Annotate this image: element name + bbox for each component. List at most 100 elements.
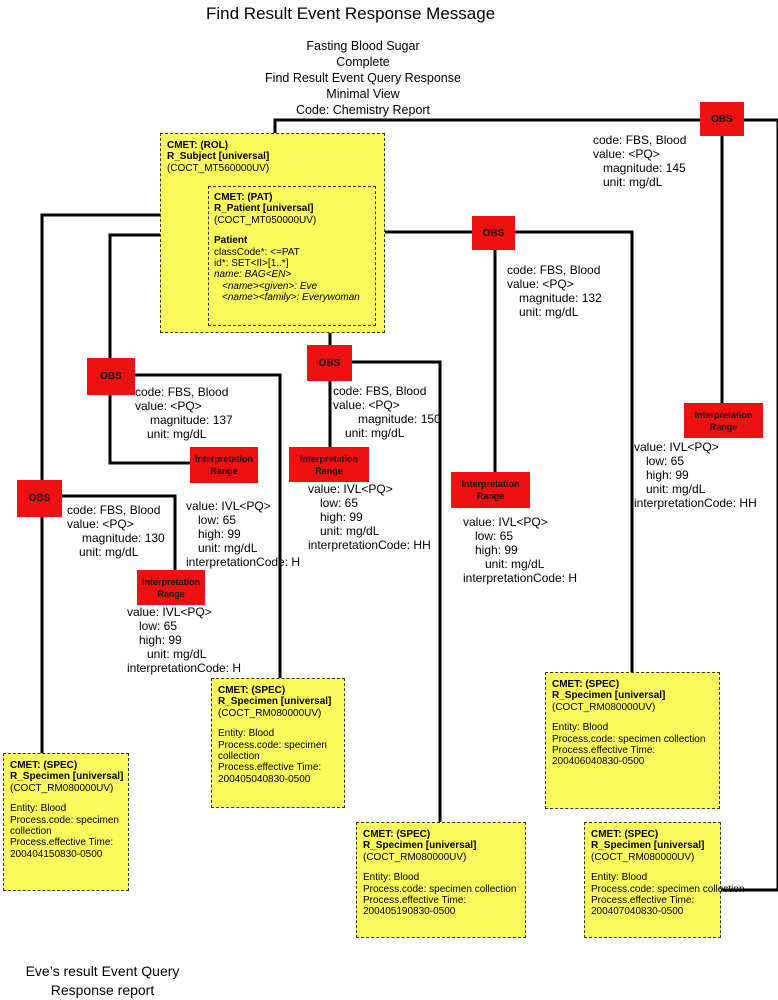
- range-high: high: 99: [646, 468, 689, 482]
- specimen-cmet-box-1: CMET: (SPEC) R_Specimen [universal] (COC…: [3, 753, 129, 891]
- observation-text-2: code: FBS, Blood value: <PQ> magnitude: …: [135, 385, 233, 441]
- obs-node-5: OBS: [700, 102, 744, 136]
- obs-magnitude: magnitude: 150: [358, 412, 441, 426]
- range-low: low: 65: [646, 454, 685, 468]
- interp-label: Interpretation: [141, 576, 200, 587]
- specimen-time-label: Process.effective Time:: [10, 837, 114, 849]
- cmet-header: CMET: (SPEC): [552, 679, 620, 690]
- range-interpretation: interpretationCode: H: [463, 571, 578, 585]
- observation-text-1: code: FBS, Blood value: <PQ> magnitude: …: [67, 503, 165, 559]
- specimen-cmet-box-2: CMET: (SPEC) R_Specimen [universal] (COC…: [211, 678, 345, 808]
- obs-node-1: OBS: [17, 480, 62, 517]
- specimen-time: 200406040830-0500: [552, 756, 645, 768]
- range-unit: unit: mg/dL: [485, 557, 545, 571]
- cmet-code: (COCT_RM080000UV): [591, 851, 695, 863]
- diagram-title: Find Result Event Response Message: [206, 4, 496, 23]
- obs-magnitude: magnitude: 145: [603, 161, 686, 175]
- specimen-cmet-box-3: CMET: (SPEC) R_Specimen [universal] (COC…: [356, 822, 526, 938]
- specimen-cmet-box-5: CMET: (SPEC) R_Specimen [universal] (COC…: [584, 822, 745, 938]
- specimen-time-label: Process.effective Time:: [591, 895, 695, 907]
- patient-id: id*: SET<II>[1..*]: [214, 258, 289, 270]
- observation-text-4: code: FBS, Blood value: <PQ> magnitude: …: [507, 263, 602, 319]
- range-low: low: 65: [475, 529, 514, 543]
- obs-unit: unit: mg/dL: [519, 305, 579, 319]
- cmet-code: (COCT_RM080000UV): [363, 851, 467, 863]
- interp-label: Interpretation: [299, 453, 358, 464]
- specimen-time-label: Process.effective Time:: [552, 745, 656, 757]
- range-value: value: IVL<PQ>: [634, 440, 719, 454]
- specimen-process: Process.code: specimen collection: [363, 883, 517, 895]
- specimen-entity: Entity: Blood: [10, 803, 67, 815]
- specimen-process: collection: [218, 751, 260, 763]
- specimen-process: Process.code: specimen collection: [591, 883, 745, 895]
- obs-magnitude: magnitude: 137: [150, 413, 233, 427]
- patient-given-name: <name><given>: Eve: [222, 280, 318, 292]
- obs-value: value: <PQ>: [507, 277, 574, 291]
- specimen-process: Process.code: specimen: [10, 814, 119, 826]
- obs-node-4: OBS: [472, 216, 515, 250]
- specimen-process: Process.code: specimen: [218, 739, 327, 751]
- range-text-4: value: IVL<PQ> low: 65 high: 99 unit: mg…: [463, 515, 577, 585]
- caption-line: Response report: [50, 982, 155, 998]
- specimen-entity: Entity: Blood: [552, 722, 609, 734]
- obs-value: value: <PQ>: [593, 147, 660, 161]
- obs-magnitude: magnitude: 132: [519, 291, 602, 305]
- obs-code: code: FBS, Blood: [593, 133, 687, 147]
- specimen-time: 200404150830-0500: [10, 848, 103, 860]
- range-unit: unit: mg/dL: [320, 524, 380, 538]
- range-value: value: IVL<PQ>: [127, 605, 212, 619]
- interp-label: Range: [709, 421, 738, 432]
- cmet-code: (COCT_RM080000UV): [10, 782, 114, 794]
- range-unit: unit: mg/dL: [198, 541, 258, 555]
- obs-unit: unit: mg/dL: [345, 426, 405, 440]
- range-interpretation: interpretationCode: HH: [634, 496, 757, 510]
- cmet-name: R_Specimen [universal]: [363, 840, 477, 852]
- specimen-time: 200405190830-0500: [363, 906, 456, 918]
- interp-label: Range: [210, 466, 238, 476]
- observation-text-3: code: FBS, Blood value: <PQ> magnitude: …: [333, 384, 441, 440]
- specimen-process: Process.code: specimen collection: [552, 733, 706, 745]
- obs-code: code: FBS, Blood: [67, 503, 161, 517]
- cmet-code: (COCT_MT560000UV): [167, 162, 270, 174]
- caption-line: Eve’s result Event Query: [25, 963, 180, 979]
- cmet-code: (COCT_RM080000UV): [552, 701, 656, 713]
- patient-class-code: classCode*: <=PAT: [214, 246, 300, 258]
- range-low: low: 65: [139, 619, 178, 633]
- specimen-entity: Entity: Blood: [218, 728, 275, 740]
- cmet-header: CMET: (SPEC): [591, 829, 659, 840]
- cmet-header: CMET: (ROL): [167, 140, 229, 151]
- range-high: high: 99: [198, 527, 241, 541]
- specimen-time: 200407040830-0500: [591, 906, 684, 918]
- cmet-code: (COCT_RM080000UV): [218, 707, 322, 719]
- range-low: low: 65: [198, 513, 237, 527]
- cmet-header: CMET: (SPEC): [218, 685, 286, 696]
- patient-cmet-box: CMET: (PAT) R_Patient [universal] (COCT_…: [208, 186, 376, 326]
- range-low: low: 65: [320, 496, 359, 510]
- interp-label: Range: [476, 491, 505, 501]
- range-value: value: IVL<PQ>: [186, 499, 271, 513]
- subtitle-line: Minimal View: [326, 87, 400, 101]
- range-text-5: value: IVL<PQ> low: 65 high: 99 unit: mg…: [634, 440, 757, 510]
- cmet-name: R_Specimen [universal]: [10, 771, 124, 783]
- range-value: value: IVL<PQ>: [308, 482, 393, 496]
- obs-code: code: FBS, Blood: [333, 384, 427, 398]
- cmet-name: R_Specimen [universal]: [218, 696, 332, 708]
- patient-name: name: BAG<EN>: [214, 269, 292, 281]
- obs-node-2: OBS: [87, 358, 135, 395]
- specimen-cmet-box-4: CMET: (SPEC) R_Specimen [universal] (COC…: [545, 672, 720, 809]
- obs-unit: unit: mg/dL: [79, 545, 139, 559]
- range-text-2: value: IVL<PQ> low: 65 high: 99 unit: mg…: [186, 499, 300, 569]
- patient-family-name: <name><family>: Everywoman: [222, 292, 360, 304]
- range-unit: unit: mg/dL: [147, 647, 207, 661]
- cmet-name: R_Patient [universal]: [214, 203, 314, 215]
- interp-label: Interpretation: [694, 409, 753, 420]
- specimen-process: collection: [10, 826, 52, 838]
- range-text-3: value: IVL<PQ> low: 65 high: 99 unit: mg…: [308, 482, 431, 552]
- diagram-caption: Eve’s result Event Query Response report: [0, 962, 205, 1000]
- specimen-entity: Entity: Blood: [591, 872, 648, 884]
- interp-label: Range: [157, 588, 185, 599]
- observation-text-5: code: FBS, Blood value: <PQ> magnitude: …: [593, 133, 686, 189]
